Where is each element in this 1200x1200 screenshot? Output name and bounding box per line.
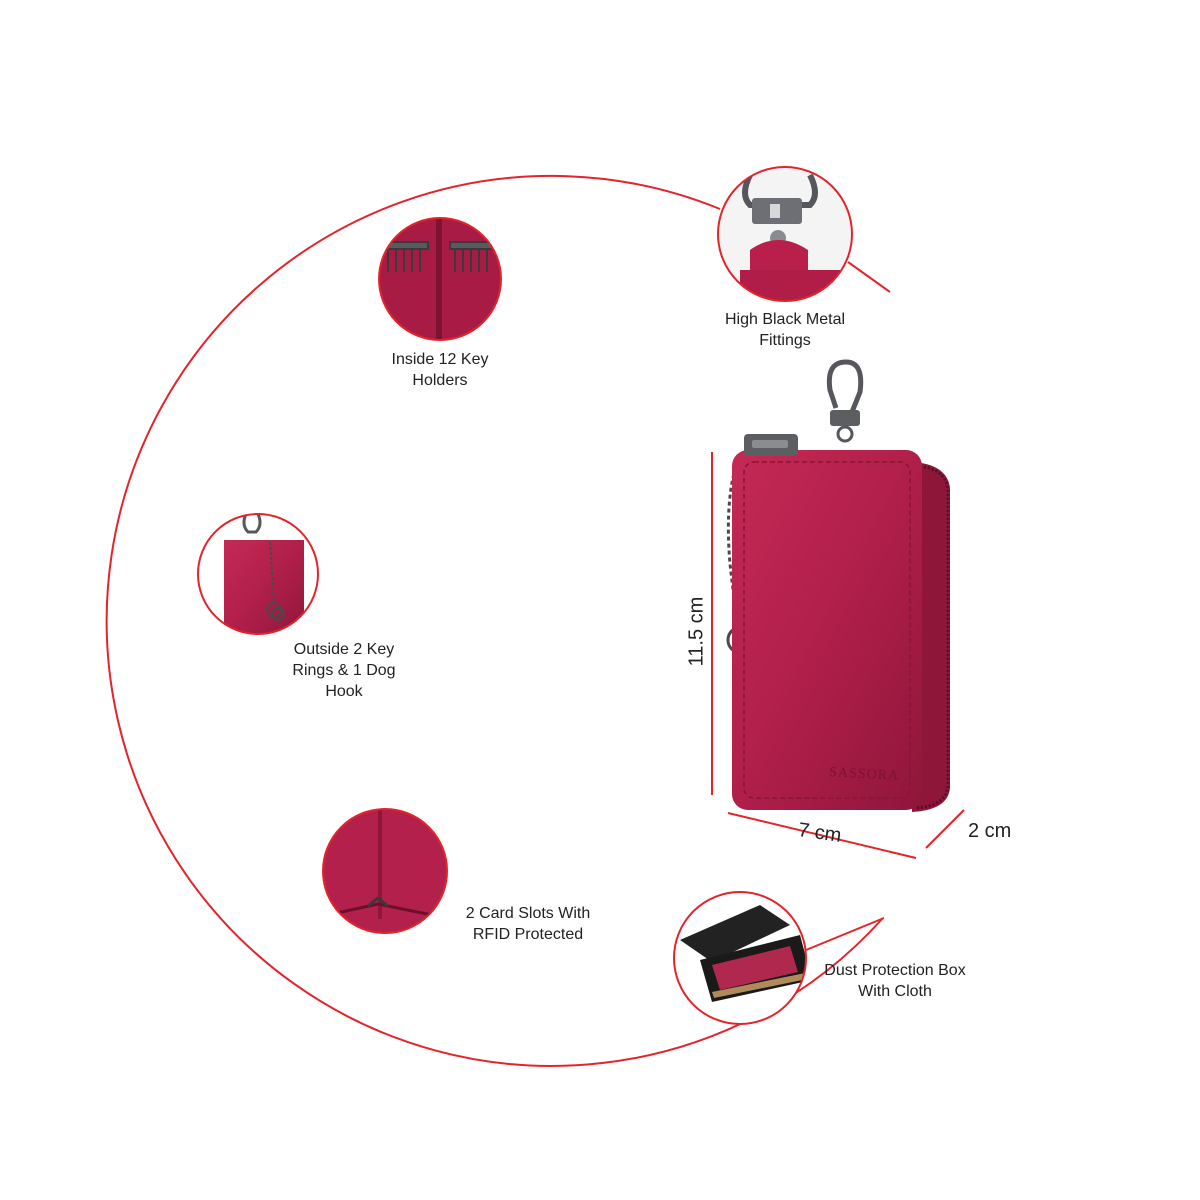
key-rings-icon <box>197 513 319 635</box>
connector-tail-bottom <box>805 917 885 951</box>
key-holders-icon <box>378 217 502 341</box>
height-dimension-label: 11.5 cm <box>685 596 708 667</box>
card-slot-icon <box>322 808 448 934</box>
feature-label-dust-box: Dust Protection Box With Cloth <box>824 962 966 1000</box>
gift-box-icon <box>673 891 807 1025</box>
feature-label-metal-fittings: High Black Metal Fittings <box>724 311 846 349</box>
feature-label-key-rings: Outside 2 Key Rings & 1 Dog Hook <box>292 641 396 700</box>
metal-hook-icon <box>717 166 853 302</box>
feature-label-card-slots: 2 Card Slots With RFID Protected <box>465 905 591 943</box>
depth-dimension-line <box>925 809 965 849</box>
connector-tail-top <box>847 261 891 293</box>
width-dimension-line <box>727 812 917 859</box>
depth-dimension-label: 2 cm <box>968 820 1012 842</box>
key-pouch-product <box>726 359 950 812</box>
feature-label-key-holders: Inside 12 Key Holders <box>391 351 489 389</box>
connector-arc <box>105 174 884 1067</box>
brand-emboss: SASSORA <box>829 765 900 784</box>
